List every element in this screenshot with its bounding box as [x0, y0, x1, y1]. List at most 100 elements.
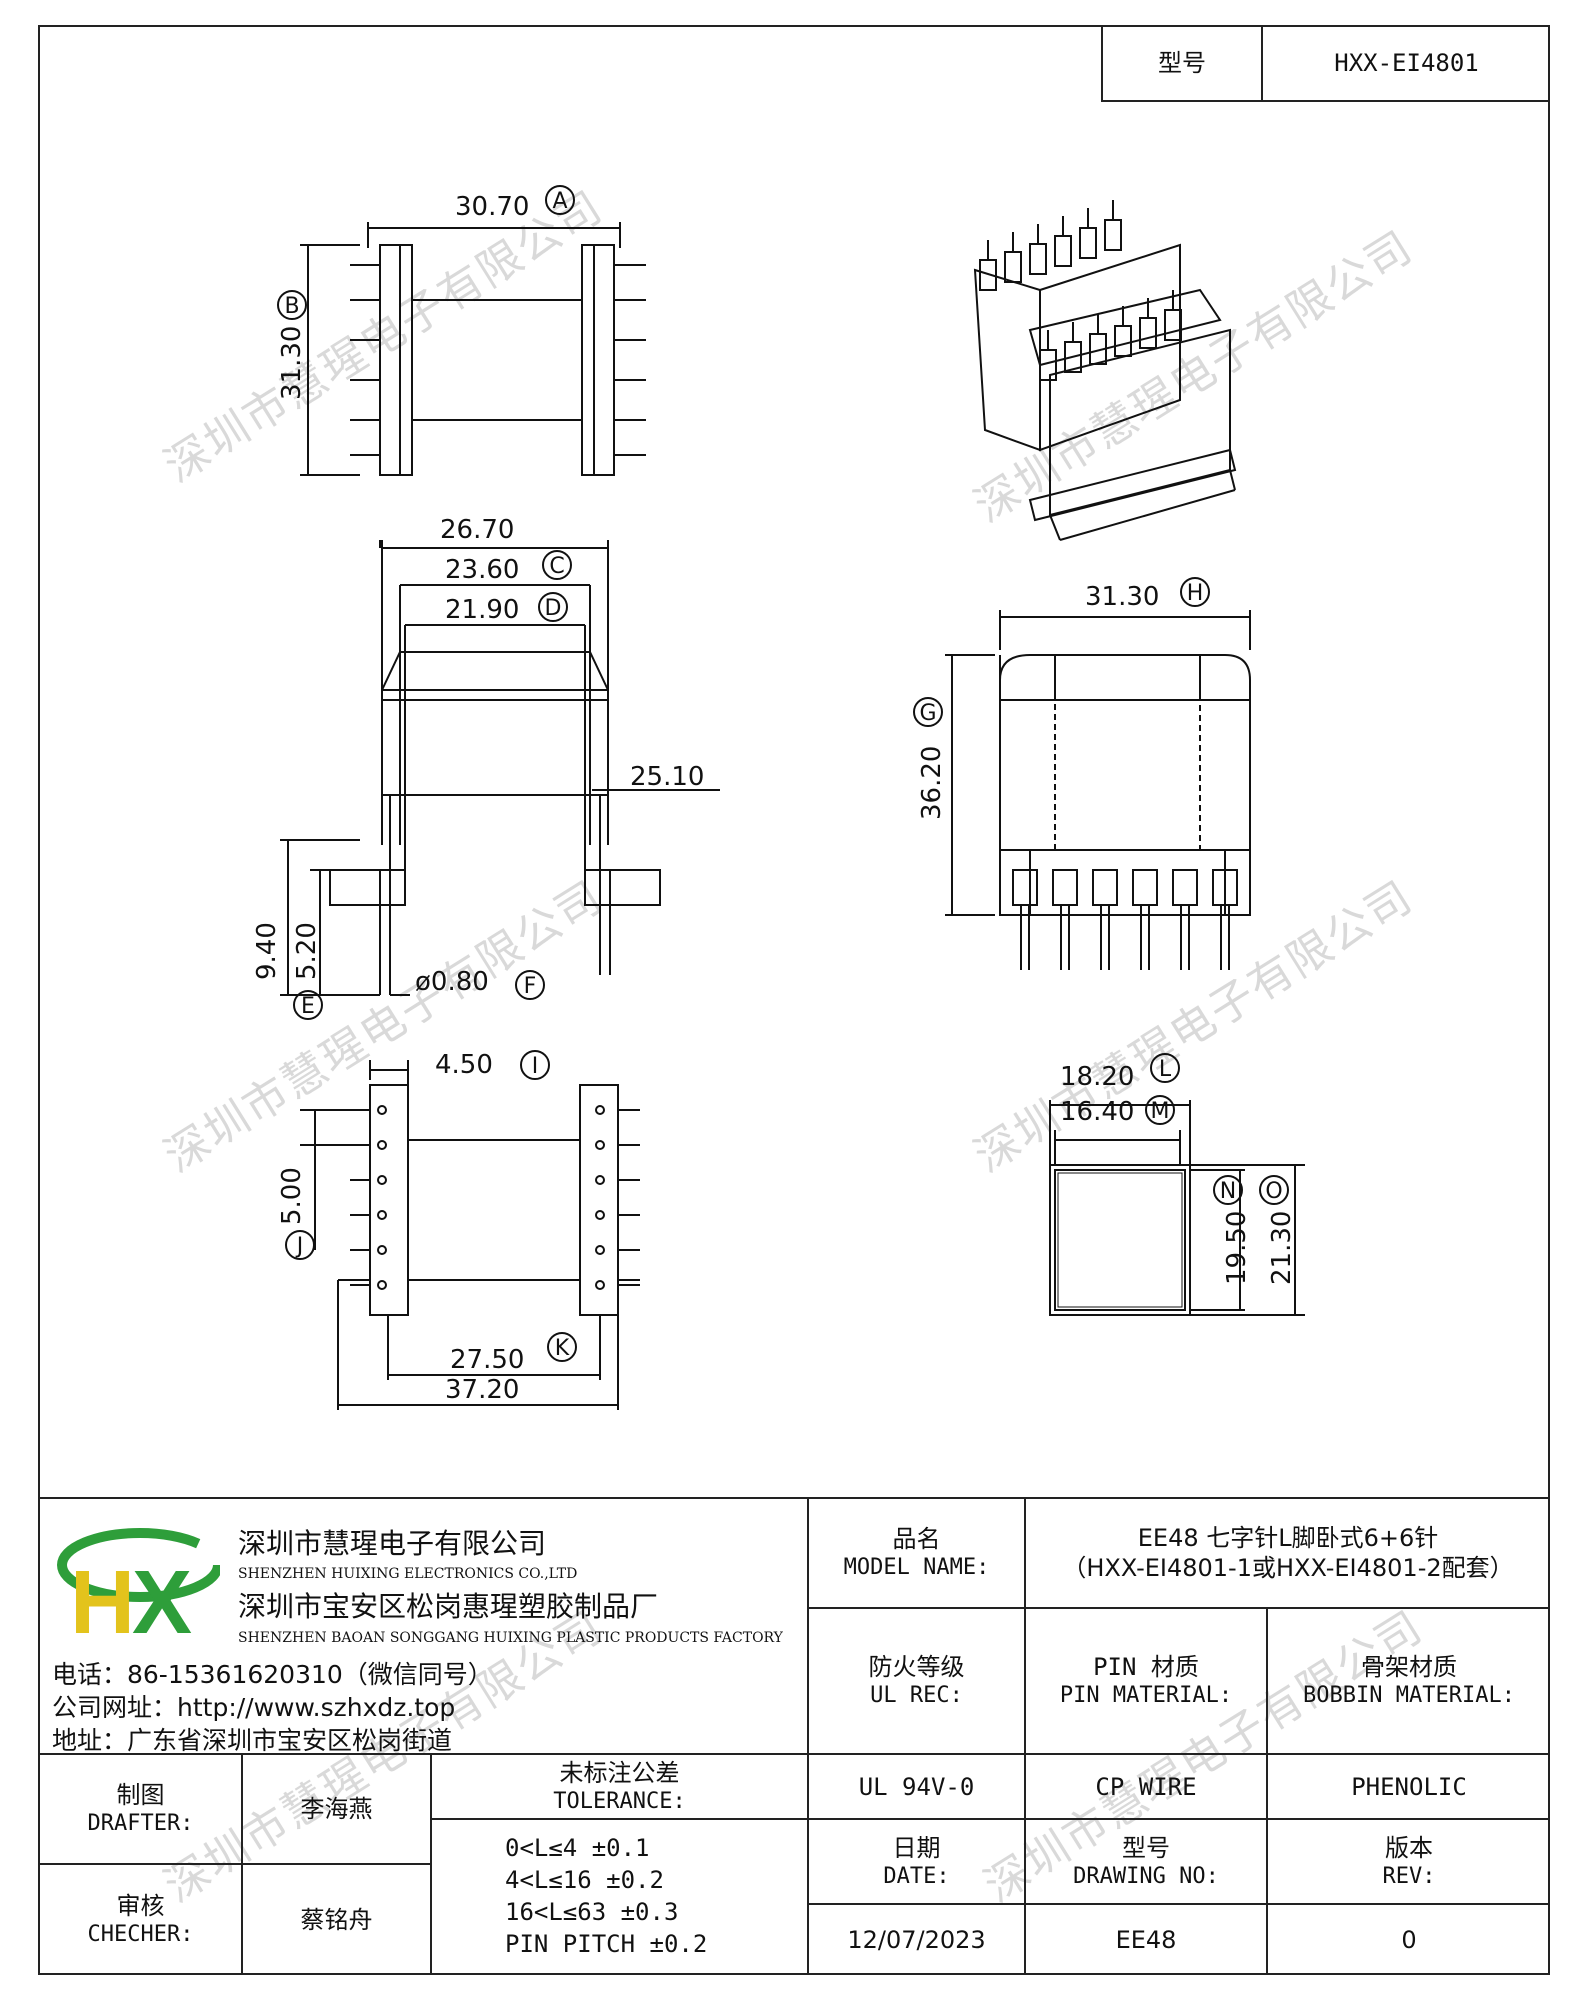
dim-B-value: 31.30 — [277, 326, 307, 400]
bobbin-material-value: PHENOLIC — [1351, 1772, 1467, 1801]
pin-base — [1212, 869, 1238, 906]
dim-L-value: 18.20 — [1060, 1062, 1134, 1092]
tb-line — [808, 1607, 1550, 1609]
checker-label-cn: 审核 — [116, 1892, 165, 1921]
dim-letter: A — [552, 189, 567, 214]
dim-letter: M — [1151, 1099, 1170, 1124]
pin-hole — [377, 1245, 387, 1255]
tb-line — [38, 1497, 1550, 1499]
dim-H-value: 31.30 — [1085, 582, 1159, 612]
dim-letter: L — [1159, 1057, 1172, 1082]
dim-letter: K — [555, 1336, 570, 1361]
pin-material-label: PIN 材质 PIN MATERIAL: — [1026, 1609, 1266, 1753]
pin-base — [1012, 869, 1038, 906]
bobbin-material-label-en: BOBBIN MATERIAL: — [1303, 1683, 1515, 1709]
dim-G-value: 36.20 — [917, 746, 947, 820]
model-box-label: 型号 — [1101, 25, 1261, 102]
dim-letter-circle — [1259, 1175, 1289, 1205]
iso-pin-base — [1054, 235, 1072, 267]
iso-pin-base — [1114, 325, 1132, 357]
top-view — [300, 222, 646, 476]
pin-hole — [377, 1210, 387, 1220]
pin-base — [1052, 869, 1078, 906]
dim-O-value: 21.30 — [1267, 1211, 1297, 1285]
bobbin-material-label: 骨架材质 BOBBIN MATERIAL: — [1268, 1609, 1550, 1753]
front-view — [945, 610, 1251, 970]
company-address: 地址：广东省深圳市宝安区松岗街道 — [52, 1726, 453, 1755]
tb-line — [38, 1863, 430, 1865]
dim-letter: O — [1265, 1179, 1282, 1204]
bobbin-material-label-cn: 骨架材质 — [1361, 1653, 1457, 1682]
pin-base — [1172, 869, 1198, 906]
tb-line — [808, 1903, 1550, 1905]
dim-letter-circle — [1180, 577, 1210, 607]
tolerance-row: 0<L≤4 ±0.1 — [505, 1834, 650, 1862]
drafter-label-cn: 制图 — [116, 1781, 165, 1810]
ul-rec-label-cn: 防火等级 — [868, 1653, 965, 1682]
pin-hole — [595, 1105, 605, 1115]
dim-letter-circle — [1145, 1095, 1175, 1125]
pin-material-label-en: PIN MATERIAL: — [1059, 1683, 1233, 1709]
dim-letter-circle — [277, 290, 307, 320]
bottom-view — [300, 1060, 640, 1410]
drawing-frame — [38, 25, 1550, 1975]
core-view — [1049, 1100, 1305, 1316]
dim-letter: H — [1187, 581, 1204, 606]
rev-label-en: REV: — [1382, 1863, 1436, 1889]
iso-pin-base — [1079, 227, 1097, 259]
dim-letter: F — [524, 974, 537, 999]
ul-rec-value: UL 94V-0 — [858, 1772, 975, 1801]
dim-letter-circle — [547, 1332, 577, 1362]
dim-letter-circle — [520, 1050, 550, 1080]
iso-pin-base — [1004, 251, 1022, 283]
company-phone: 电话：86-15361620310（微信同号） — [52, 1660, 493, 1689]
tolerance-row: 16<L≤63 ±0.3 — [505, 1898, 679, 1926]
model-name-line2: （HXX-EI4801-1或HXX-EI4801-2配套） — [1062, 1554, 1514, 1582]
date-label: 日期 DATE: — [809, 1820, 1024, 1903]
pin-material-value: CP WIRE — [1095, 1772, 1197, 1801]
drafter-label: 制图 DRAFTER: — [40, 1755, 241, 1863]
dim-letter-circle — [293, 990, 323, 1020]
pin-hole — [377, 1175, 387, 1185]
dim-letter: E — [301, 994, 315, 1019]
checker-label-en: CHECHER: — [87, 1922, 194, 1948]
model-name-line1: EE48 七字针L脚卧式6+6针 — [1137, 1524, 1439, 1552]
model-name-label-cn: 品名 — [892, 1525, 941, 1554]
tolerance-row: PIN PITCH ±0.2 — [505, 1930, 708, 1958]
drawing-no-label-en: DRAWING NO: — [1073, 1863, 1219, 1889]
pin-hole — [377, 1105, 387, 1115]
model-box-value: HXX-EI4801 — [1261, 25, 1550, 102]
factory-name-en: SHENZHEN BAOAN SONGGANG HUIXING PLASTIC … — [238, 1630, 783, 1646]
tb-line — [38, 1753, 1550, 1755]
dim-letter: I — [532, 1054, 539, 1079]
ul-rec-label: 防火等级 UL REC: — [809, 1609, 1024, 1753]
svg-text:H: H — [70, 1553, 135, 1653]
tb-line — [430, 1818, 1550, 1820]
pin-hole — [595, 1280, 605, 1290]
ul-rec-label-en: UL REC: — [870, 1683, 963, 1709]
dim-2510-value: 25.10 — [630, 762, 704, 792]
isometric-view — [973, 200, 1237, 541]
rev-label-cn: 版本 — [1385, 1833, 1433, 1862]
drawing-no-label-cn: 型号 — [1122, 1833, 1170, 1862]
iso-pin-base — [1029, 243, 1047, 275]
dim-I-value: 4.50 — [435, 1050, 493, 1080]
dim-letter-circle — [538, 592, 568, 622]
technical-drawing: 30.70 31.30 26.70 23.60 21.90 25.10 9.40… — [252, 185, 1305, 1410]
dim-letter: B — [284, 294, 299, 319]
dim-letter-circle — [542, 550, 572, 580]
tolerance-row: 4<L≤16 ±0.2 — [505, 1866, 664, 1894]
drafter-value: 李海燕 — [300, 1795, 373, 1823]
model-name-label-en: MODEL NAME: — [843, 1555, 990, 1581]
dim-letter-circle — [1150, 1053, 1180, 1083]
drawing-no-value: EE48 — [1115, 1926, 1177, 1954]
dim-letter-circle — [515, 970, 545, 1000]
dim-E-value: 5.20 — [292, 922, 322, 980]
pin-base — [1092, 869, 1118, 906]
dim-letter: G — [919, 701, 936, 726]
dim-D-value: 21.90 — [445, 595, 519, 625]
tolerance-label: 未标注公差 TOLERANCE: — [432, 1755, 807, 1818]
date-value: 12/07/2023 — [847, 1926, 986, 1954]
pin-hole — [377, 1140, 387, 1150]
factory-name-cn: 深圳市宝安区松岗惠瑆塑胶制品厂 — [238, 1590, 659, 1623]
